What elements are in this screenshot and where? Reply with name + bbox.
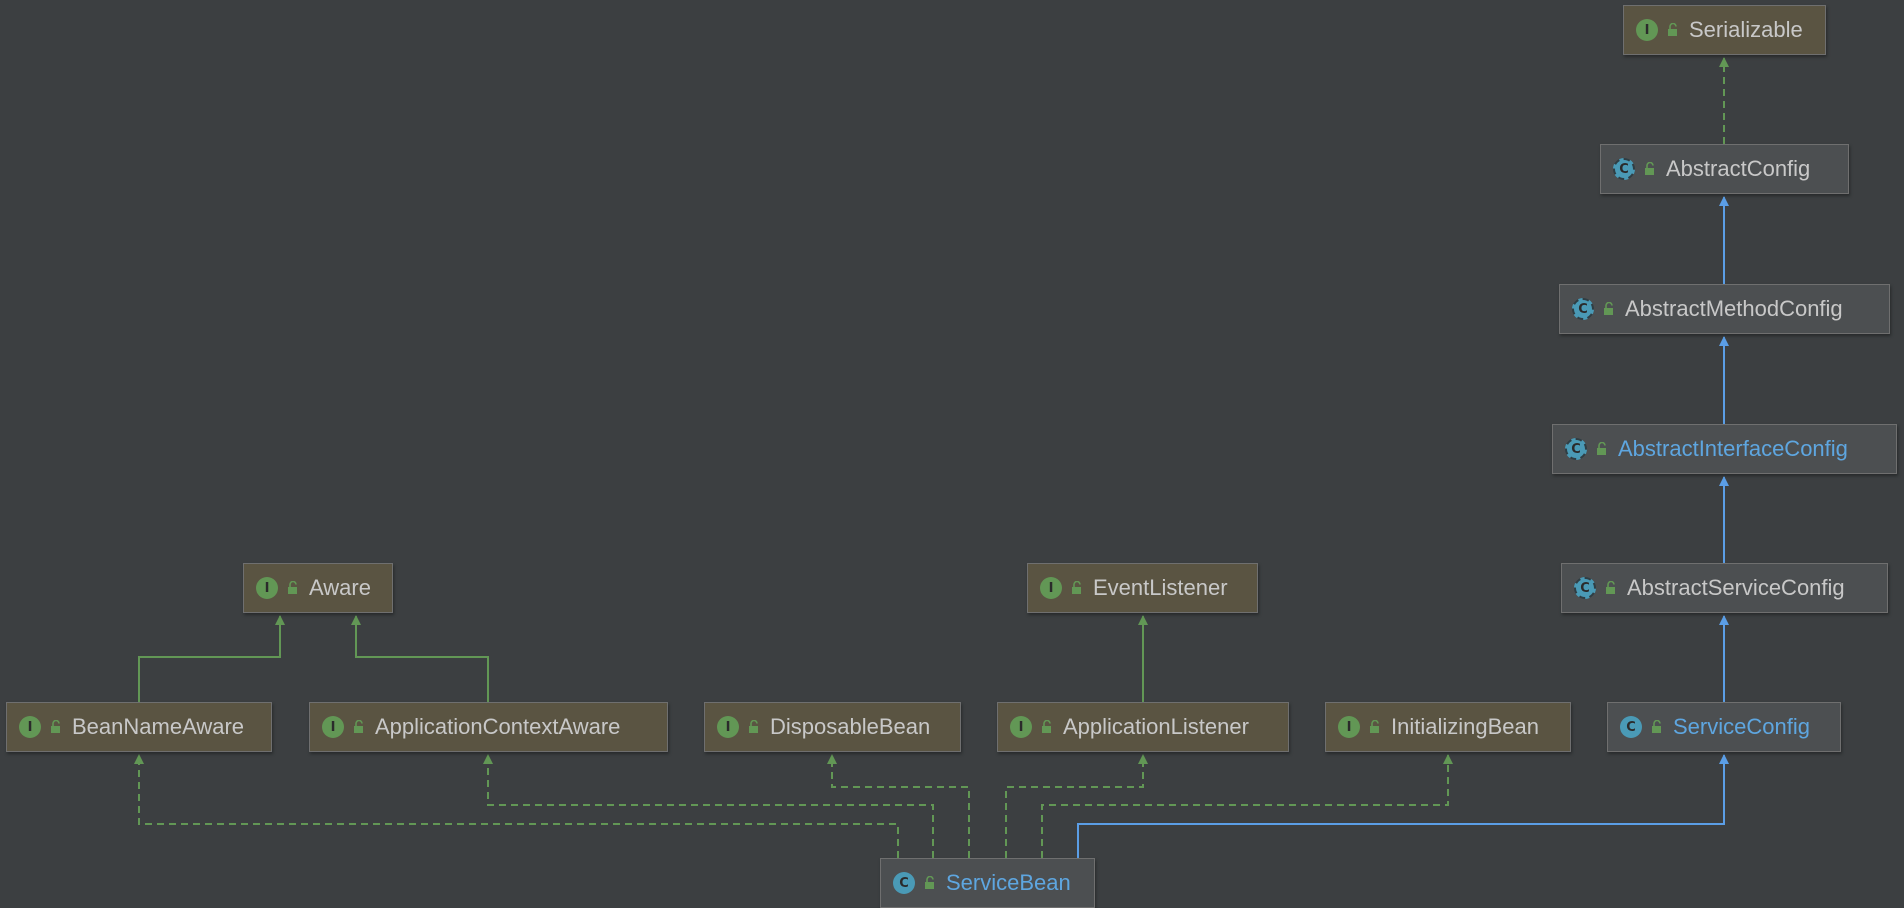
node-bean-name-aware[interactable]: I BeanNameAware — [6, 702, 272, 752]
abstract-class-icon: C — [1565, 438, 1587, 460]
node-label: AbstractInterfaceConfig — [1618, 436, 1848, 461]
node-label: DisposableBean — [770, 714, 931, 739]
node-application-context-aware[interactable]: I ApplicationContextAware — [309, 702, 668, 752]
class-icon: C — [893, 872, 915, 894]
node-label: ApplicationContextAware — [375, 714, 621, 739]
interface-icon: I — [19, 716, 41, 738]
node-label: ServiceBean — [946, 870, 1071, 895]
edge-service-bean-application-context-aware — [483, 754, 934, 858]
public-access-icon — [354, 720, 363, 733]
node-service-config[interactable]: C ServiceConfig — [1607, 702, 1841, 752]
abstract-class-icon: C — [1574, 577, 1596, 599]
interface-icon: I — [256, 577, 278, 599]
public-access-icon — [925, 876, 934, 889]
edge-bean-name-aware-aware — [138, 615, 285, 702]
node-label: Aware — [309, 575, 371, 600]
public-access-icon — [1606, 581, 1615, 594]
class-icon: C — [1620, 716, 1642, 738]
interface-icon: I — [1010, 716, 1032, 738]
node-label: ApplicationListener — [1063, 714, 1249, 739]
edge-service-bean-disposable-bean — [827, 754, 970, 858]
public-access-icon — [1668, 23, 1677, 36]
node-label: ServiceConfig — [1673, 714, 1810, 739]
interface-icon: I — [322, 716, 344, 738]
node-abstract-service-config[interactable]: C AbstractServiceConfig — [1561, 563, 1888, 613]
abstract-class-icon: C — [1613, 158, 1635, 180]
node-label: BeanNameAware — [72, 714, 245, 739]
node-service-bean[interactable]: C ServiceBean — [880, 858, 1095, 908]
node-abstract-method-config[interactable]: C AbstractMethodConfig — [1559, 284, 1890, 334]
node-label: AbstractConfig — [1666, 156, 1811, 181]
node-application-listener[interactable]: I ApplicationListener — [997, 702, 1289, 752]
node-serializable[interactable]: I Serializable — [1623, 5, 1826, 55]
node-abstract-config[interactable]: C AbstractConfig — [1600, 144, 1849, 194]
node-event-listener[interactable]: I EventListener — [1027, 563, 1258, 613]
node-label: InitializingBean — [1391, 714, 1539, 739]
node-aware[interactable]: I Aware — [243, 563, 393, 613]
node-initializing-bean[interactable]: I InitializingBean — [1325, 702, 1571, 752]
interface-icon: I — [1338, 716, 1360, 738]
edge-service-bean-initializing-bean — [1041, 754, 1453, 858]
node-label: Serializable — [1689, 17, 1803, 42]
public-access-icon — [749, 720, 758, 733]
edge-service-bean-application-listener — [1005, 754, 1148, 858]
abstract-class-icon: C — [1572, 298, 1594, 320]
node-label: AbstractMethodConfig — [1625, 296, 1843, 321]
public-access-icon — [51, 720, 60, 733]
edge-service-bean-service-config — [1077, 754, 1729, 858]
public-access-icon — [1042, 720, 1051, 733]
node-label: EventListener — [1093, 575, 1228, 600]
node-abstract-interface-config[interactable]: C AbstractInterfaceConfig — [1552, 424, 1897, 474]
public-access-icon — [1652, 720, 1661, 733]
public-access-icon — [1597, 442, 1606, 455]
node-disposable-bean[interactable]: I DisposableBean — [704, 702, 961, 752]
interface-icon: I — [717, 716, 739, 738]
interface-icon: I — [1040, 577, 1062, 599]
public-access-icon — [1072, 581, 1081, 594]
public-access-icon — [1370, 720, 1379, 733]
edge-service-bean-bean-name-aware — [134, 754, 899, 858]
public-access-icon — [1604, 302, 1613, 315]
node-label: AbstractServiceConfig — [1627, 575, 1845, 600]
public-access-icon — [1645, 162, 1654, 175]
edge-application-context-aware-aware — [351, 615, 489, 702]
interface-icon: I — [1636, 19, 1658, 41]
public-access-icon — [288, 581, 297, 594]
